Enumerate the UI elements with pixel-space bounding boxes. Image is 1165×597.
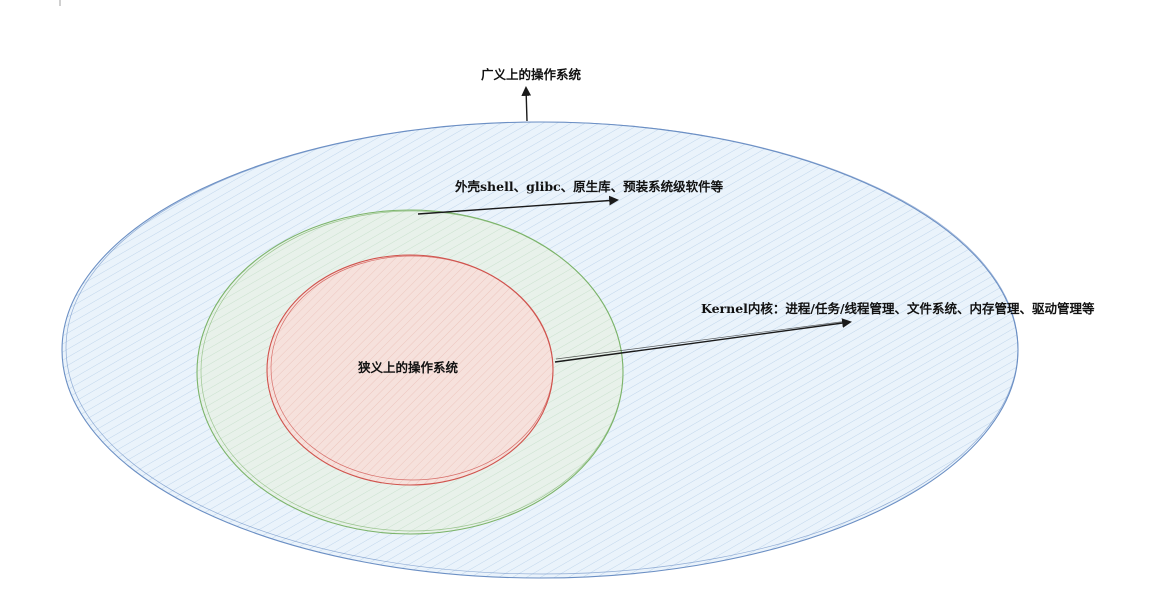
shell-label-arrow	[417, 195, 619, 215]
kernel-label: Kernel内核：进程/任务/线程管理、文件系统、内存管理、驱动管理等	[701, 301, 1095, 316]
shell-label: 外壳shell、glibc、原生库、预装系统级软件等	[454, 179, 724, 194]
outer-label: 广义上的操作系统	[481, 67, 582, 82]
inner-ellipse-hatch	[267, 255, 553, 485]
inner-label: 狭义上的操作系统	[357, 360, 459, 375]
middle-ellipse-stroke-2	[200, 210, 624, 532]
kernel-label-arrow	[554, 318, 852, 363]
inner-ellipse	[266, 254, 554, 486]
outer-ellipse-stroke-2	[65, 121, 1019, 575]
inner-ellipse-stroke-2	[270, 255, 554, 481]
outer-label-arrow	[521, 86, 532, 122]
page-edge-mark	[59, 0, 61, 6]
kernel-label-arrow-sketch	[555, 320, 849, 360]
